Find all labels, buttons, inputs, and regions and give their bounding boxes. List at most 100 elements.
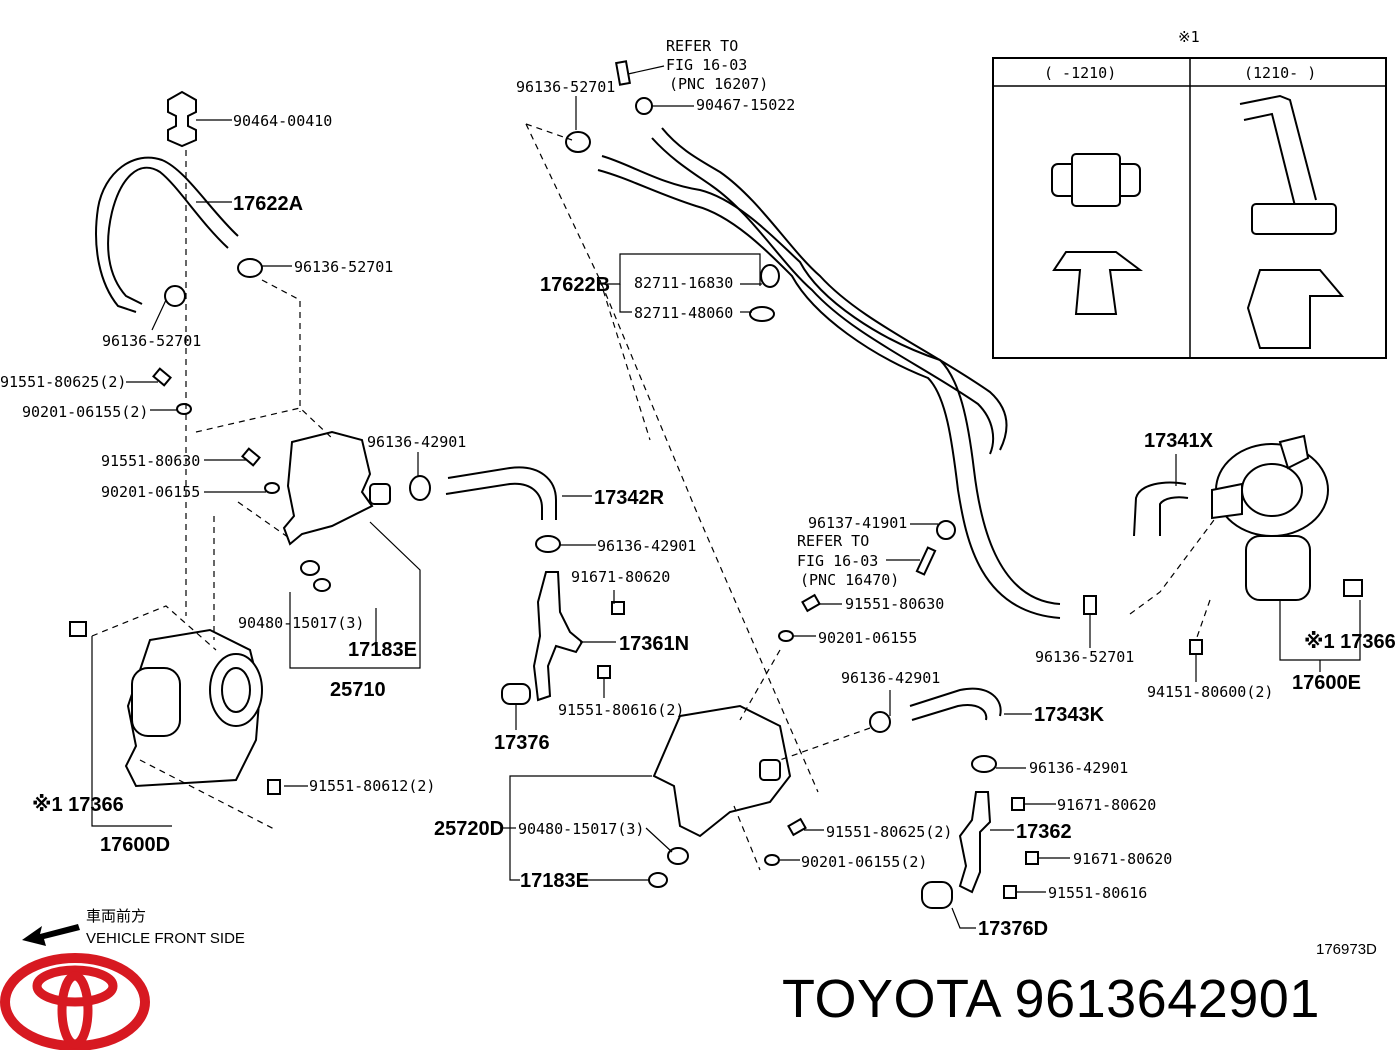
label-90480-15017-3-a: 90480-15017(3): [238, 614, 364, 632]
leader-lines: [91, 65, 1361, 929]
label-96136-42901-d: 96136-42901: [1029, 759, 1128, 777]
hose-17343K: [909, 687, 1002, 717]
bolt-91551-80630-b: [801, 593, 821, 613]
labels: 90464-00410 17622A 96136-52701 96136-527…: [0, 28, 1396, 958]
nut-94151-80600: [1189, 639, 1203, 655]
label-front-en: VEHICLE FRONT SIDE: [86, 930, 245, 947]
label-17366-b: ※1 17366: [1304, 631, 1396, 653]
ring-17183E-b: [648, 872, 668, 888]
label-90201-06155-2-b: 90201-06155(2): [801, 853, 927, 871]
label-96136-52701-a: 96136-52701: [294, 258, 393, 276]
washer-90201-06155-c: [778, 630, 794, 642]
label-91551-80630-b: 91551-80630: [845, 595, 944, 613]
clip-17366-b: [1343, 579, 1363, 597]
label-94151-80600-2: 94151-80600(2): [1147, 683, 1273, 701]
clamp-96136-42901-c: [869, 711, 891, 733]
gasket-17376: [501, 683, 531, 705]
label-91551-80625-2-a: 91551-80625(2): [0, 373, 126, 391]
label-17600D: 17600D: [100, 834, 170, 856]
label-91551-80625-2-b: 91551-80625(2): [826, 823, 952, 841]
clip-96136-52701-d: [1083, 595, 1097, 615]
label-fig-number: 176973D: [1316, 941, 1377, 958]
label-96136-42901-b: 96136-42901: [597, 537, 696, 555]
bolt-91551-80625-b: [787, 817, 807, 837]
label-17342R: 17342R: [594, 487, 665, 509]
pipe-17362: [958, 791, 992, 894]
bolt-91551-80612-a: [267, 779, 281, 795]
label-17361N: 17361N: [619, 633, 689, 655]
label-90201-06155-2-a: 90201-06155(2): [22, 403, 148, 421]
ring-17183E-a: [313, 578, 331, 592]
center-group: [565, 60, 1061, 909]
toyota-logo-icon: [0, 953, 150, 1050]
pipe-17361N: [532, 571, 584, 702]
label-25710: 25710: [330, 679, 386, 701]
label-25720D: 25720D: [434, 818, 504, 840]
label-refer-top-3: (PNC 16207): [669, 75, 768, 93]
label-90201-06155-a: 90201-06155: [101, 483, 200, 501]
clamp-82711-16830: [760, 264, 780, 288]
label-17376D: 17376D: [978, 918, 1048, 940]
hose-17342R: [447, 466, 557, 520]
label-17341X: 17341X: [1144, 430, 1214, 452]
pump-17600E: [1211, 434, 1329, 601]
clamp-90467-15022: [635, 97, 653, 115]
label-17622A: 17622A: [233, 193, 303, 215]
label-91671-80620-a: 91671-80620: [571, 568, 670, 586]
pump-17600D: [124, 628, 263, 788]
clamp-96137-41901: [936, 520, 956, 540]
label-96136-52701-b: 96136-52701: [102, 332, 201, 350]
valve-25720D: [652, 704, 792, 838]
label-17183E-b: 17183E: [520, 870, 589, 892]
clamp-96136-52701-b: [164, 285, 186, 307]
label-96136-52701-c: 96136-52701: [516, 78, 615, 96]
label-91551-80630-a: 91551-80630: [101, 452, 200, 470]
washer-90201-06155-a: [176, 403, 192, 415]
label-refer-mid-2: FIG 16-03: [797, 552, 878, 570]
clamp-96136-52701-c: [565, 131, 591, 153]
label-96136-42901-c: 96136-42901: [841, 669, 940, 687]
label-17376: 17376: [494, 732, 550, 754]
bolt-91551-80625-a: [152, 367, 172, 387]
label-front-jp: 車両前方: [86, 908, 146, 925]
nipple-90467-top: [615, 60, 631, 86]
clamp-96136-42901-d: [971, 755, 997, 773]
label-96136-52701-d: 96136-52701: [1035, 648, 1134, 666]
label-91671-80620-c: 91671-80620: [1073, 850, 1172, 868]
right-group: [1083, 434, 1363, 655]
label-90467-15022: 90467-15022: [696, 96, 795, 114]
front-arrow-icon: [22, 924, 80, 946]
gasket-17376D: [921, 881, 953, 909]
label-17622B: 17622B: [540, 274, 610, 296]
label-inset-col2: (1210- ): [1244, 64, 1316, 82]
label-17343K: 17343K: [1034, 704, 1105, 726]
label-inset-mark: ※1: [1178, 28, 1200, 46]
label-90480-15017-3-b: 90480-15017(3): [518, 820, 644, 838]
label-refer-top-1: REFER TO: [666, 37, 738, 55]
clamp-82711-48060: [749, 306, 775, 322]
label-91551-80616: 91551-80616: [1048, 884, 1147, 902]
label-91551-80616-2: 91551-80616(2): [558, 701, 684, 719]
label-90464-00410: 90464-00410: [233, 112, 332, 130]
clamp-96136-42901-b: [535, 535, 561, 553]
washer-90201-06155-d: [764, 854, 780, 866]
label-inset-col1: ( -1210): [1044, 64, 1116, 82]
bolt-91551-80630-a: [241, 447, 261, 467]
label-91551-80612-2: 91551-80612(2): [309, 777, 435, 795]
hose-17622A: [107, 166, 229, 305]
label-17366-a: ※1 17366: [32, 794, 124, 816]
label-refer-mid-3: (PNC 16470): [800, 571, 899, 589]
label-refer-mid-1: REFER TO: [797, 532, 869, 550]
nipple-16470: [915, 546, 937, 576]
label-96137-41901: 96137-41901: [808, 514, 907, 532]
label-82711-48060: 82711-48060: [634, 304, 733, 322]
label-90201-06155-b: 90201-06155: [818, 629, 917, 647]
clip-90464-00410: [167, 90, 197, 148]
label-refer-top-2: FIG 16-03: [666, 56, 747, 74]
gasket-90480-15017-b: [667, 847, 689, 865]
clamp-96136-42901-a: [409, 475, 431, 501]
brand-caption: TOYOTA 9613642901: [782, 969, 1320, 1029]
label-17600E: 17600E: [1292, 672, 1361, 694]
guide-lines: [91, 123, 1215, 871]
